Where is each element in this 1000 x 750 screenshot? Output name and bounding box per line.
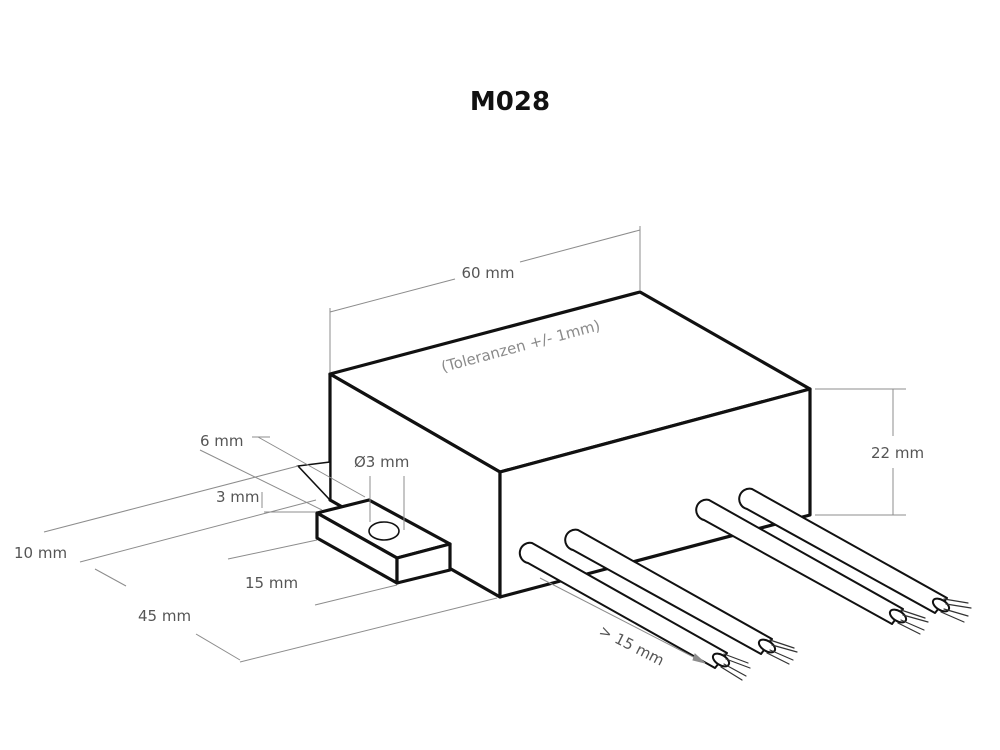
cable-3 (695, 498, 929, 635)
drawing-title: M028 (470, 87, 550, 117)
hole-diameter-label: Ø3 mm (354, 453, 409, 471)
height-label: 22 mm (871, 444, 924, 462)
mounting-flange (296, 461, 452, 585)
cable-1 (518, 541, 751, 681)
mounting-hole (368, 521, 400, 541)
dimension-lines (43, 226, 906, 664)
cable-4 (738, 487, 972, 623)
tab-height-label: 3 mm (216, 488, 260, 506)
tab-width-label: 6 mm (200, 432, 244, 450)
depth-label: 45 mm (138, 607, 191, 625)
tab-offset-label: 10 mm (14, 544, 67, 562)
flange-edge (296, 461, 331, 503)
length-label: 60 mm (461, 264, 514, 282)
cable-2 (564, 528, 798, 665)
tab-front-face (395, 542, 452, 585)
cables (518, 487, 972, 681)
tab-length-label: 15 mm (245, 574, 298, 592)
